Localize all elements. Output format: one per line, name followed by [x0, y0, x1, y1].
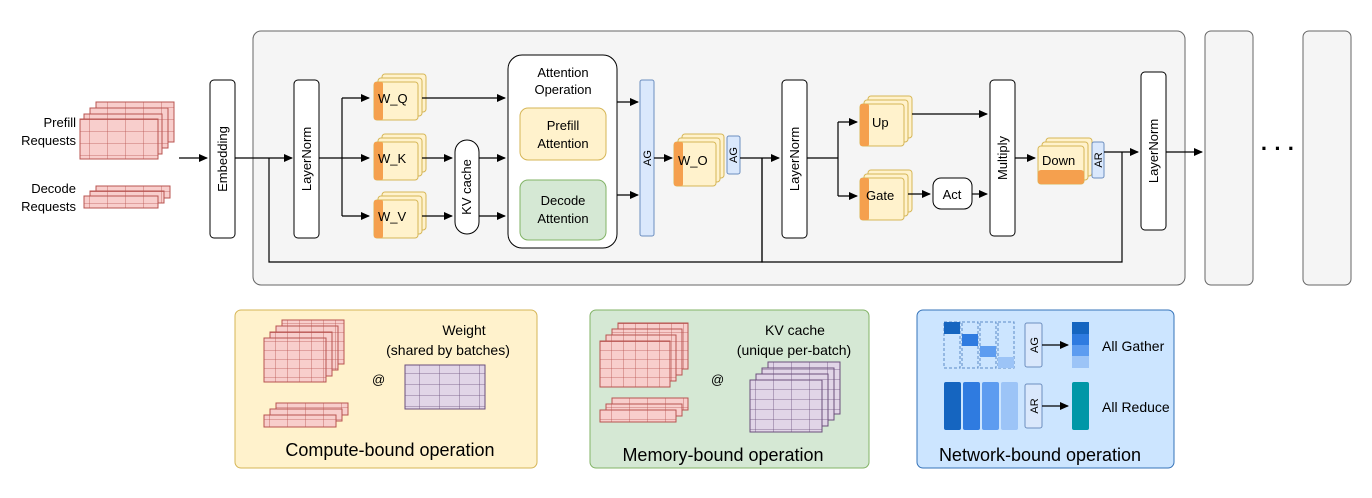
legend-ar-label: AR: [1029, 398, 1041, 413]
all-gather-small: [726, 135, 741, 175]
compute-at: @: [372, 372, 385, 387]
all-gather-result: [1072, 322, 1089, 368]
memory-kv-label-2: (unique per-batch): [737, 342, 851, 358]
all-gather-diagram: [943, 321, 1015, 369]
layernorm-1-block: [293, 79, 320, 239]
layernorm-3-label: LayerNorm: [1146, 119, 1161, 183]
down-label: Down: [1042, 153, 1075, 168]
prefill-requests-label: Prefill: [43, 115, 76, 130]
ellipsis: · · ·: [1261, 136, 1295, 161]
memory-activations: [599, 322, 689, 423]
prefill-requests-stack: [79, 101, 175, 160]
layernorm-2-block: [781, 79, 808, 239]
w-v-weight: [373, 191, 427, 239]
prefill-attention-label: Prefill: [547, 118, 580, 133]
w-q-weight: [373, 73, 427, 121]
next-layer-box-2: [1302, 30, 1352, 286]
decode-attention-label: Decode: [541, 193, 586, 208]
all-reduce-small-label: AR: [1093, 152, 1105, 167]
down-weight: [1037, 137, 1093, 185]
gate-label: Gate: [866, 188, 894, 203]
all-reduce-diagram: [944, 382, 1018, 430]
all-reduce-label: All Reduce: [1102, 399, 1170, 415]
w-v-label: W_V: [378, 209, 407, 224]
all-reduce-result: [1072, 382, 1089, 430]
compute-weight-matrix: [404, 364, 486, 410]
all-reduce-small: [1091, 141, 1105, 179]
gate-weight: [859, 169, 913, 221]
all-gather-bar-label: AG: [642, 150, 654, 166]
act-label: Act: [943, 187, 962, 202]
prefill-requests-label-2: Requests: [21, 133, 76, 148]
w-o-label: W_O: [678, 153, 708, 168]
kv-cache-stack: [749, 361, 841, 433]
prefill-attention-label-2: Attention: [537, 136, 588, 151]
up-label: Up: [872, 115, 889, 130]
kv-cache-label: KV cache: [459, 159, 474, 215]
w-o-weight: [673, 133, 725, 187]
decode-requests-label: Decode: [31, 181, 76, 196]
kv-cache-block: [454, 139, 480, 235]
layernorm-2-label: LayerNorm: [787, 127, 802, 191]
w-q-label: W_Q: [378, 91, 408, 106]
legend-ag-label: AG: [1029, 337, 1041, 353]
all-gather-small-label: AG: [728, 147, 740, 163]
decode-requests-stack: [83, 185, 171, 209]
w-k-label: W_K: [378, 151, 407, 166]
memory-at: @: [711, 372, 724, 387]
decode-requests-label-2: Requests: [21, 199, 76, 214]
memory-kv-label: KV cache: [765, 322, 825, 338]
decode-attention-label-2: Attention: [537, 211, 588, 226]
multiply-label: Multiply: [995, 135, 1010, 180]
decode-attention-block: [519, 179, 607, 241]
all-gather-label: All Gather: [1102, 338, 1165, 354]
next-layer-box-1: [1204, 30, 1254, 286]
layernorm-1-label: LayerNorm: [299, 127, 314, 191]
embedding-label: Embedding: [215, 126, 230, 192]
compute-activations: [263, 319, 349, 428]
embedding-block: [209, 79, 236, 239]
compute-weight-label-2: (shared by batches): [386, 342, 510, 358]
network-caption: Network-bound operation: [939, 445, 1141, 465]
prefill-attention-block: [519, 107, 607, 161]
compute-caption: Compute-bound operation: [285, 440, 494, 460]
w-k-weight: [373, 133, 427, 181]
attention-operation-label-2: Operation: [534, 82, 591, 97]
layernorm-3-block: [1140, 71, 1167, 231]
up-weight: [859, 95, 913, 147]
memory-caption: Memory-bound operation: [622, 445, 823, 465]
compute-weight-label: Weight: [442, 322, 485, 338]
attention-operation-label: Attention: [537, 65, 588, 80]
